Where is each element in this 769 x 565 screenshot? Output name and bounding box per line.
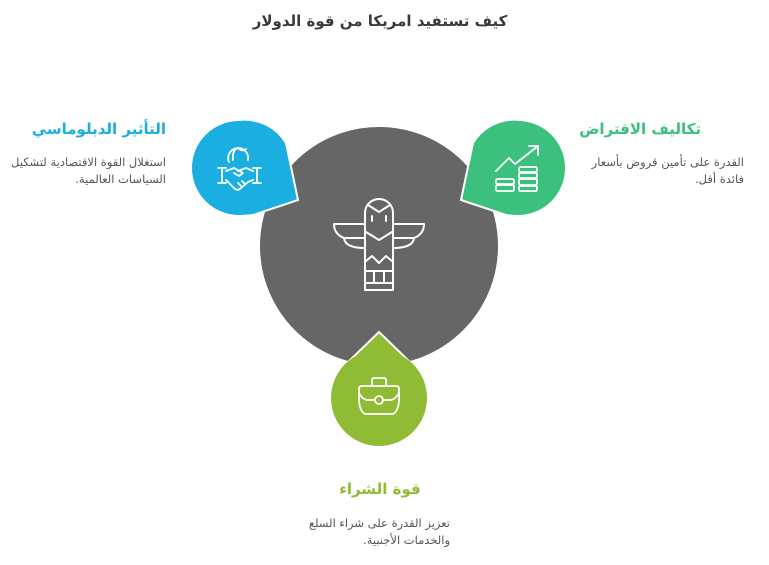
purchasing-title: قوة الشراء [339, 480, 421, 498]
diagram-title: كيف تستفيد امريكا من قوة الدولار [252, 12, 508, 30]
handshake-globe-icon [217, 147, 262, 191]
borrowing-drop [459, 118, 565, 217]
growth-coins-icon [495, 145, 539, 192]
diplomatic-title: التأثير الدبلوماسي [31, 120, 166, 138]
totem-icon [333, 198, 425, 291]
purchasing-description: تعزيز القدرة على شراء السلع والخدمات الأ… [308, 516, 450, 547]
diplomatic-description: استغلال القوة الاقتصادية لتشكيل السياسات… [11, 155, 166, 186]
center-circle [260, 127, 498, 365]
borrowing-title: تكاليف الاقتراض [579, 120, 701, 138]
borrowing-description: القدرة على تأمين قروض بأسعار فائدة أقل. [591, 155, 744, 186]
purchasing-drop [331, 330, 427, 446]
purse-icon [357, 377, 401, 415]
